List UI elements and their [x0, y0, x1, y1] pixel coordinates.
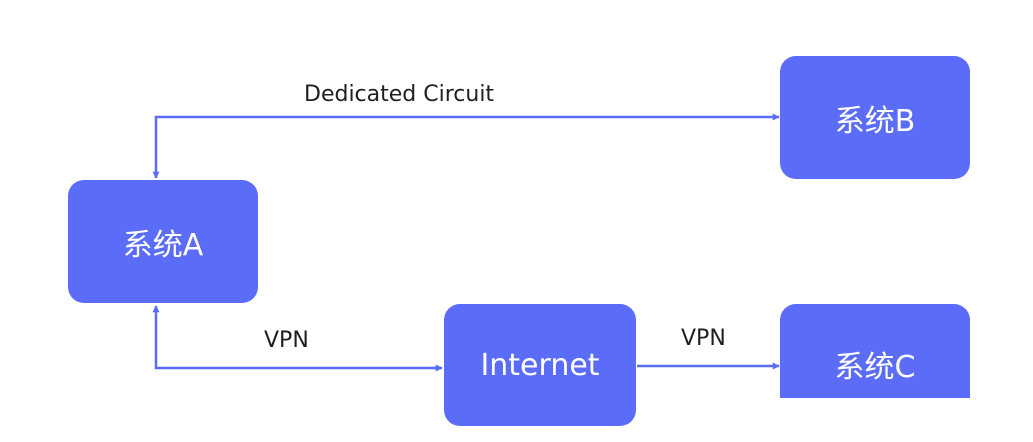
- internet-label: Internet: [480, 347, 600, 383]
- system-c-label: 系统C: [834, 350, 916, 385]
- vpn-label-a-internet: VPN: [264, 328, 309, 353]
- internet-node: Internet: [444, 304, 636, 426]
- dedicated-circuit-label: Dedicated Circuit: [304, 82, 495, 107]
- vpn-label-internet-c: VPN: [681, 326, 726, 351]
- system-a-node: 系统A: [68, 180, 258, 303]
- connector-a-to-internet: [152, 305, 443, 372]
- system-a-label: 系统A: [122, 227, 204, 263]
- system-b-label: 系统B: [834, 103, 916, 139]
- system-b-node: 系统B: [780, 56, 970, 179]
- system-c-node: 系统C: [780, 304, 970, 398]
- connector-a-to-b: [152, 113, 780, 179]
